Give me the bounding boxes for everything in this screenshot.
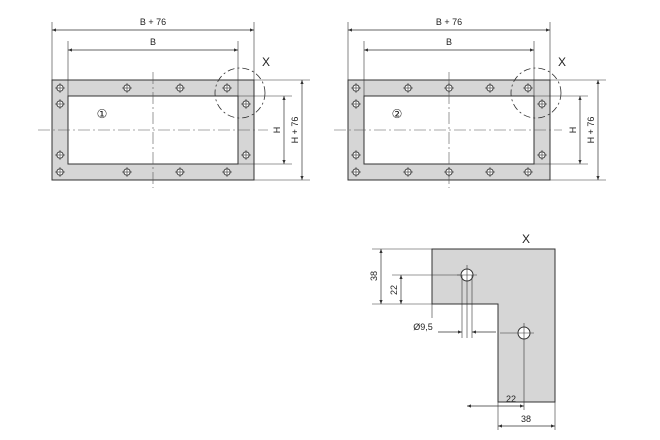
extension-lines: [347, 22, 606, 181]
dim-corner-height-label: 38: [369, 271, 379, 281]
dim-inner-height-label: H: [568, 127, 578, 134]
dim-hole-diameter-label: Ø9,5: [413, 322, 433, 332]
dim-outer-width-label: B + 76: [140, 17, 166, 27]
frame-marker-1: ①: [97, 107, 108, 121]
detail-title: X: [522, 232, 530, 246]
dim-inner-height-label: H: [272, 127, 282, 134]
detail-holes: [457, 265, 534, 410]
frame-marker-2: ②: [392, 107, 403, 121]
detail-circle: [214, 67, 266, 119]
corner-piece: [431, 248, 556, 403]
detail-callout-x: X: [558, 55, 566, 69]
frame-view-2: X B + 76 B H H + 76 ②: [334, 17, 606, 188]
dim-inner-width-label: B: [150, 37, 156, 47]
dim-outer-height-label: H + 76: [290, 117, 300, 144]
dim-outer-width-label: B + 76: [436, 17, 462, 27]
dim-hole-offset-horizontal-label: 22: [506, 394, 516, 404]
dim-corner-width-label: 38: [521, 414, 531, 424]
dim-outer-height-label: H + 76: [586, 117, 596, 144]
dim-hole-offset-vertical-label: 22: [389, 285, 399, 295]
extension-lines: [51, 22, 310, 181]
frame-view-1: X B + 76 B H H + 76 ①: [38, 17, 310, 188]
detail-callout-x: X: [262, 55, 270, 69]
detail-x-view: X 38 22 Ø9,5: [369, 232, 556, 430]
dim-inner-width-label: B: [446, 37, 452, 47]
detail-circle: [510, 67, 562, 119]
